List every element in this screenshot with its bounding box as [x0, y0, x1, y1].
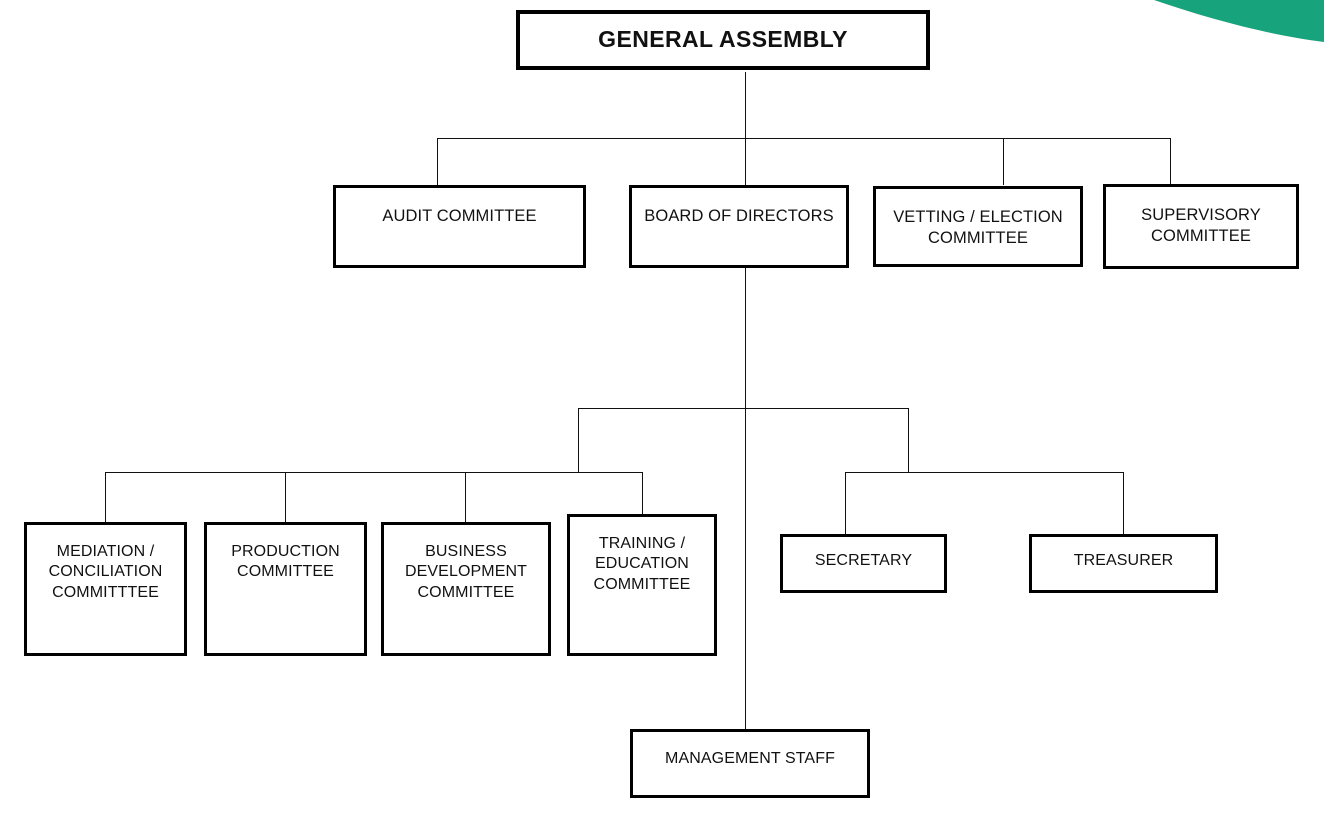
connector-drop-secretary: [845, 472, 846, 534]
connector-drop-production: [285, 472, 286, 522]
node-label: MANAGEMENT STAFF: [665, 750, 835, 767]
node-production-committee[interactable]: PRODUCTION COMMITTEE: [204, 522, 367, 656]
node-general-assembly[interactable]: GENERAL ASSEMBLY: [516, 10, 930, 70]
connector-committee-riser: [578, 408, 579, 472]
node-label: BUSINESS DEVELOPMENT COMMITTEE: [404, 543, 527, 601]
connector-drop-mediation: [105, 472, 106, 522]
connector-officer-riser: [908, 408, 909, 472]
node-label: TREASURER: [1073, 552, 1174, 569]
node-vetting-election-committee[interactable]: VETTING / ELECTION COMMITTEE: [873, 186, 1083, 267]
connector-drop-training: [642, 472, 643, 514]
node-label: SECRETARY: [814, 552, 913, 569]
node-management-staff[interactable]: MANAGEMENT STAFF: [630, 729, 870, 798]
connector-drop-audit: [437, 138, 438, 185]
node-supervisory-committee[interactable]: SUPERVISORY COMMITTEE: [1103, 184, 1299, 269]
node-label: SUPERVISORY COMMITTEE: [1141, 206, 1261, 246]
node-label: VETTING / ELECTION COMMITTEE: [893, 208, 1063, 248]
node-label: BOARD OF DIRECTORS: [644, 207, 834, 225]
connector-drop-vetting: [1003, 138, 1004, 185]
connector-drop-treasurer: [1123, 472, 1124, 534]
node-label: MEDIATION / CONCILIATION COMMITTTEE: [48, 543, 163, 601]
corner-accent-decoration: [1154, 0, 1324, 62]
node-audit-committee[interactable]: AUDIT COMMITTEE: [333, 185, 586, 268]
node-business-development-committee[interactable]: BUSINESS DEVELOPMENT COMMITTEE: [381, 522, 551, 656]
node-training-education-committee[interactable]: TRAINING / EDUCATION COMMITTEE: [567, 514, 717, 656]
node-treasurer[interactable]: TREASURER: [1029, 534, 1218, 593]
connector-board-spine: [745, 267, 746, 729]
connector-tier2-bus: [437, 138, 1171, 139]
connector-officer-bus: [845, 472, 1124, 473]
node-secretary[interactable]: SECRETARY: [780, 534, 947, 593]
connector-ga-stem: [745, 72, 746, 138]
node-label: GENERAL ASSEMBLY: [598, 26, 848, 53]
node-label: PRODUCTION COMMITTEE: [231, 543, 340, 581]
node-board-of-directors[interactable]: BOARD OF DIRECTORS: [629, 185, 849, 268]
connector-drop-supervisory: [1170, 138, 1171, 185]
node-label: TRAINING / EDUCATION COMMITTEE: [593, 535, 691, 593]
connector-board-upper-bus: [578, 408, 909, 409]
connector-drop-board: [745, 138, 746, 185]
node-mediation-conciliation-committee[interactable]: MEDIATION / CONCILIATION COMMITTTEE: [24, 522, 187, 656]
connector-committee-bus: [105, 472, 643, 473]
node-label: AUDIT COMMITTEE: [382, 207, 537, 225]
swoosh-icon: [1154, 0, 1324, 42]
connector-drop-business: [465, 472, 466, 522]
